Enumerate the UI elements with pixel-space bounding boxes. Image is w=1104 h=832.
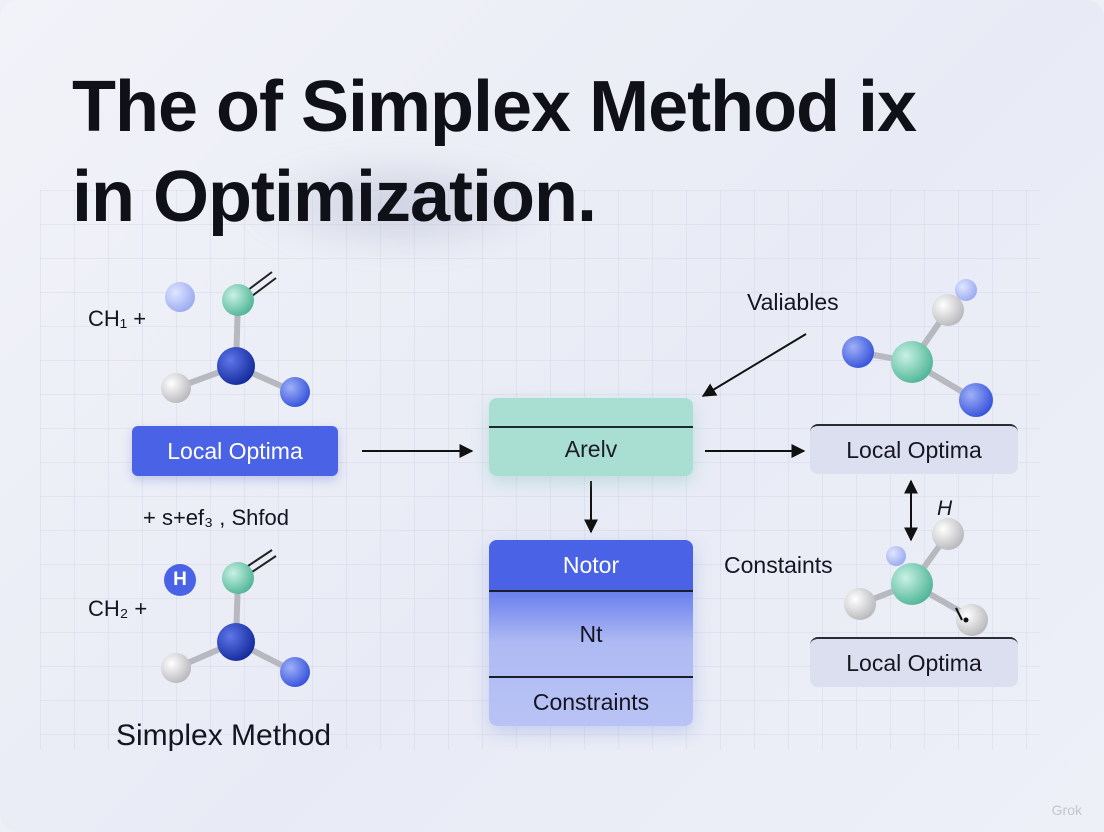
title-line-1: The of Simplex Method ix xyxy=(72,67,917,147)
title-shadow xyxy=(240,150,560,260)
left-local-optima-box: Local Optima xyxy=(132,426,338,476)
variables-label: Valiables xyxy=(747,289,839,315)
stack-middle: Nt xyxy=(579,620,603,647)
molecule-top-left xyxy=(161,271,310,407)
right-bottom-local-optima-box: Local Optima xyxy=(810,637,1018,687)
stack-header: Notor xyxy=(489,540,693,590)
constraints-label: Constaints xyxy=(724,552,833,578)
molecule-bottom-right xyxy=(844,518,988,636)
center-top-box: Arelv xyxy=(489,398,693,476)
stack-divider-2 xyxy=(489,676,693,678)
molecule-bottom-left xyxy=(161,549,310,687)
simplex-method-caption: Simplex Method xyxy=(116,719,332,752)
h-badge: H xyxy=(173,569,187,590)
title-line-2: in Optimization. xyxy=(72,157,597,237)
stack-divider-1 xyxy=(489,590,693,592)
h-badge-circle xyxy=(164,564,196,596)
h-label: H xyxy=(937,497,953,520)
expression-label: + s+ef₃ , Shfod xyxy=(143,505,289,530)
watermark: Grok xyxy=(1051,802,1082,818)
molecule-top-right xyxy=(842,279,993,417)
page-title: The of Simplex Method ix in Optimization… xyxy=(72,62,917,242)
center-top-box-label: Arelv xyxy=(564,436,618,462)
right-top-local-optima-box: Local Optima xyxy=(810,424,1018,474)
arrow-variables-pointer xyxy=(701,333,807,397)
center-top-box-divider xyxy=(489,426,693,428)
formula-top: CH₁ + xyxy=(88,306,147,331)
stack-constraints: Constraints xyxy=(532,688,650,715)
formula-bottom: CH₂ + xyxy=(88,596,148,621)
center-stack: Notor Nt Constraints xyxy=(489,540,693,726)
